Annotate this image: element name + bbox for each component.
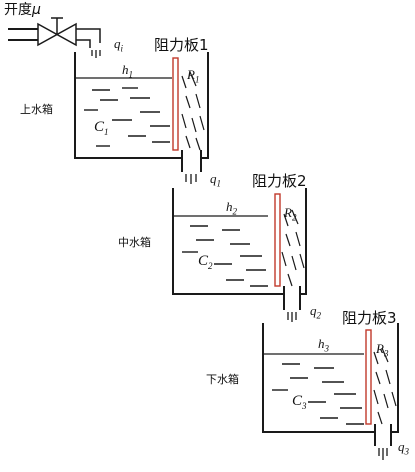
resistance-3-label: R3 (376, 342, 388, 359)
middle-tank-outlet-pipe (283, 294, 301, 310)
valve-icon (37, 22, 77, 47)
upper-flow-streaks (181, 71, 205, 151)
lower-tank-right-wall (390, 323, 399, 433)
level-1-label: h1 (122, 63, 133, 80)
resistance-3-subscript: 3 (383, 348, 389, 359)
outflow-2-symbol: q (310, 303, 317, 318)
level-1-subscript: 1 (128, 69, 134, 80)
level-3-symbol: h (318, 336, 325, 351)
valve-stem (51, 17, 63, 35)
resistance-plate-1 (172, 57, 179, 151)
resistance-1-label: R1 (187, 68, 199, 85)
capacity-3-label: C3 (292, 394, 307, 411)
inflow-stream (91, 50, 101, 58)
inlet-pipe-after-valve (76, 28, 101, 43)
lower-tank-walls (262, 323, 376, 433)
resistance-plate-2 (274, 193, 281, 287)
middle-tank-name: 中水箱 (118, 236, 151, 249)
upper-tank-outlet-pipe (181, 158, 202, 172)
lower-tank-name: 下水箱 (206, 373, 239, 386)
outflow-1-label: q1 (210, 172, 221, 189)
level-3-label: h3 (318, 337, 329, 354)
capacity-2-subscript: 2 (208, 261, 213, 271)
capacity-1-label: C1 (94, 120, 109, 137)
plate-2-title: 阻力板2 (252, 172, 307, 190)
resistance-1-symbol: R (187, 67, 195, 82)
upper-tank-walls (74, 52, 183, 159)
plate-1-title: 阻力板1 (154, 36, 209, 54)
inflow-subscript: i (120, 43, 124, 54)
lower-flow-streaks (373, 347, 397, 425)
upper-water-hatch (84, 87, 170, 147)
capacity-1-symbol: C (94, 119, 105, 135)
plate-3-title: 阻力板3 (342, 309, 397, 327)
outflow-2-subscript: 2 (316, 310, 322, 321)
inflow-label: qi (114, 37, 123, 54)
level-3-subscript: 3 (324, 343, 330, 354)
capacity-1-subscript: 1 (104, 127, 109, 137)
outflow-3-symbol: q (398, 439, 405, 454)
level-2-label: h2 (226, 200, 237, 217)
upper-tank-right-wall (200, 52, 209, 159)
capacity-3-subscript: 3 (302, 401, 307, 411)
valve-label: 开度μ (4, 3, 41, 17)
level-2-subscript: 2 (232, 206, 238, 217)
outflow-2-label: q2 (310, 304, 321, 321)
middle-tank-walls (172, 188, 285, 295)
outflow-drips (185, 174, 388, 460)
outflow-1-symbol: q (210, 171, 217, 186)
middle-water-hatch (182, 225, 268, 287)
middle-tank-right-wall (299, 188, 307, 295)
upper-tank-name: 上水箱 (20, 103, 53, 116)
inlet-pipe-after-valve-2 (76, 39, 91, 48)
resistance-1-subscript: 1 (194, 74, 200, 85)
lower-tank-outlet-pipe (374, 432, 392, 446)
resistance-2-label: R2 (284, 206, 296, 223)
outflow-3-subscript: 3 (404, 446, 410, 457)
capacity-2-symbol: C (198, 253, 209, 269)
valve-label-symbol: μ (32, 2, 41, 18)
outflow-1-subscript: 1 (216, 178, 222, 189)
valve-label-text: 开度 (4, 2, 32, 18)
outflow-3-label: q3 (398, 440, 409, 457)
lower-water-hatch (272, 363, 364, 425)
resistance-2-symbol: R (284, 205, 292, 220)
inflow-symbol: q (114, 36, 121, 51)
level-1-symbol: h (122, 62, 129, 77)
capacity-2-label: C2 (198, 254, 213, 271)
resistance-3-symbol: R (376, 341, 384, 356)
middle-flow-streaks (281, 209, 305, 287)
resistance-plate-3 (365, 329, 372, 425)
level-2-symbol: h (226, 199, 233, 214)
resistance-2-subscript: 2 (291, 212, 297, 223)
capacity-3-symbol: C (292, 393, 303, 409)
